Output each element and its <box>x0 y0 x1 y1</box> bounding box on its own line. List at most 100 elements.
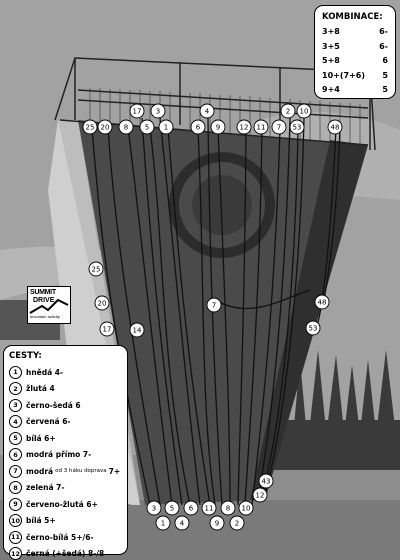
route-marker: 25 <box>88 261 104 277</box>
route-marker-label: 20 <box>101 124 110 132</box>
route-marker: 12 <box>236 119 252 135</box>
route-marker-label: 53 <box>309 325 318 333</box>
route-marker-label: 6 <box>189 505 194 513</box>
route-marker: 5 <box>164 500 180 516</box>
route-marker-label: 8 <box>226 505 230 513</box>
route-marker: 9 <box>210 119 226 135</box>
route-marker-label: 9 <box>216 124 220 132</box>
route-number-badge: 11 <box>9 530 22 544</box>
route-marker: 4 <box>199 103 215 119</box>
tower-right-edge <box>250 140 368 500</box>
route-name: černá (+šedá) 8-/8 <box>26 549 105 559</box>
route-name: černo-šedá 6 <box>26 400 81 410</box>
logo-line-3: mountain activity <box>30 314 60 319</box>
route-marker: 53 <box>289 119 305 135</box>
route-marker-label: 11 <box>257 124 266 132</box>
route-marker-label: 5 <box>145 124 149 132</box>
route-marker: 8 <box>118 119 134 135</box>
route-marker-label: 1 <box>164 124 168 132</box>
route-marker-label: 17 <box>103 326 112 334</box>
route-marker-label: 5 <box>170 505 174 513</box>
route-name: bílá 5+ <box>26 516 56 526</box>
route-marker: 1 <box>155 515 171 531</box>
route-marker: 20 <box>97 119 113 135</box>
route-number-badge: 3 <box>9 398 22 412</box>
route-marker-label: 53 <box>293 124 302 132</box>
route-marker-label: 48 <box>331 124 340 132</box>
route-marker: 43 <box>258 473 274 489</box>
route-number-badge: 4 <box>9 415 22 429</box>
route-marker: 9 <box>209 515 225 531</box>
route-marker-label: 11 <box>205 505 214 513</box>
route-marker-label: 17 <box>133 108 142 116</box>
route-marker-label: 10 <box>300 108 309 116</box>
route-marker: 8 <box>220 500 236 516</box>
route-marker: 2 <box>229 515 245 531</box>
kombinace-grade: 5 <box>382 85 388 94</box>
route-grade: 7+ <box>108 466 121 476</box>
route-marker: 20 <box>94 295 110 311</box>
route-number-badge: 8 <box>9 481 22 495</box>
route-marker-label: 14 <box>133 327 142 335</box>
kombinace-grade: 6- <box>379 27 388 36</box>
route-number-badge: 9 <box>9 497 22 511</box>
cesty-title: CESTY: <box>9 351 42 361</box>
route-number-badge: 10 <box>9 514 22 528</box>
route-marker-label: 4 <box>180 520 185 528</box>
route-lines <box>91 117 341 506</box>
kombinace-row: 9+4 5 <box>322 85 388 100</box>
kombinace-combo: 3+5 <box>322 41 340 51</box>
route-marker-label: 10 <box>242 505 251 513</box>
logo-line-2: DRIVE <box>33 297 55 304</box>
kombinace-combo: 9+4 <box>322 85 340 94</box>
route-marker: 3 <box>150 103 166 119</box>
route-marker-label: 20 <box>98 300 107 308</box>
kombinace-grade: 6 <box>382 56 388 65</box>
route-item: 10 bílá 5+ <box>9 513 122 530</box>
route-marker: 48 <box>314 294 330 310</box>
route-name: modrá přímo 7- <box>26 450 92 460</box>
route-marker-label: 2 <box>286 108 290 116</box>
route-marker: 6 <box>183 500 199 516</box>
route-marker-label: 12 <box>240 124 249 132</box>
route-marker-label: 3 <box>152 505 156 513</box>
route-number-badge: 6 <box>9 448 22 462</box>
emblem-center <box>192 175 252 235</box>
route-item: 6 modrá přímo 7- <box>9 447 122 464</box>
route-name: bílá 6+ <box>26 433 56 443</box>
route-marker: 53 <box>305 320 321 336</box>
route-marker: 48 <box>327 119 343 135</box>
route-marker: 11 <box>201 500 217 516</box>
mountain-logo-icon <box>29 298 69 314</box>
route-marker-label: 7 <box>277 124 281 132</box>
route-item: 3 černo-šedá 6 <box>9 397 122 414</box>
route-marker-label: 7 <box>212 302 216 310</box>
kombinace-title: KOMBINACE: <box>322 12 383 22</box>
route-name: červeno-žlutá 6+ <box>26 499 98 509</box>
route-marker-label: 25 <box>92 266 101 274</box>
route-marker: 6 <box>190 119 206 135</box>
route-marker: 17 <box>129 103 145 119</box>
logo-line-1: SUMMIT <box>30 289 56 296</box>
route-marker: 7 <box>271 119 287 135</box>
route-marker-label: 2 <box>235 520 239 528</box>
route-marker-label: 6 <box>196 124 201 132</box>
route-marker: 5 <box>139 119 155 135</box>
route-marker-label: 48 <box>318 299 327 307</box>
route-marker: 3 <box>146 500 162 516</box>
kombinace-row: 10+(7+6)5 <box>322 71 388 86</box>
route-marker: 14 <box>129 322 145 338</box>
route-marker-label: 4 <box>205 108 210 116</box>
trees <box>270 350 400 470</box>
